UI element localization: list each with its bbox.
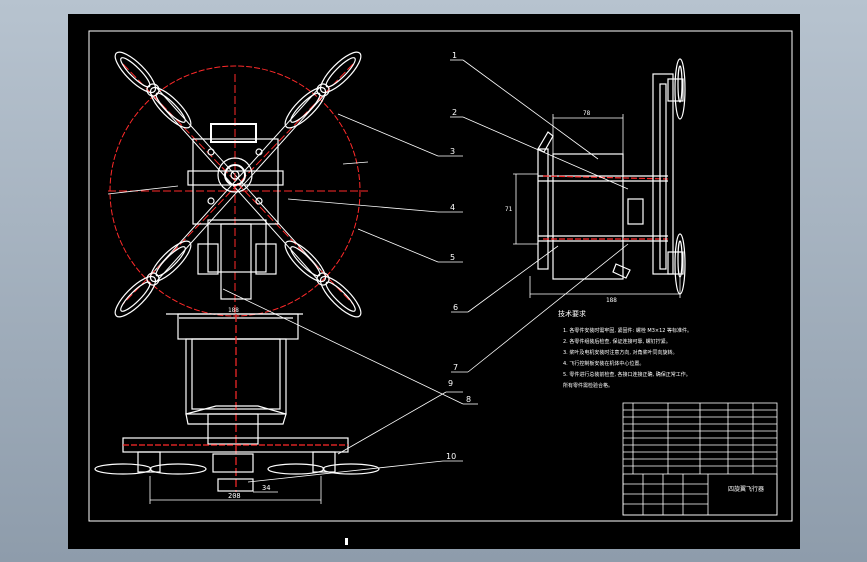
callout-1: 1	[452, 51, 457, 60]
layout-marker	[345, 538, 348, 545]
side-view	[513, 58, 686, 298]
callout-9: 9	[448, 379, 453, 388]
cad-viewport[interactable]: 208 34 188 78 71 188	[68, 14, 800, 549]
dim-side-top: 78	[583, 110, 591, 117]
title-block-name: 四旋翼飞行器	[728, 485, 764, 493]
drawing-border	[88, 30, 793, 522]
propeller-bottom-left	[114, 240, 192, 318]
callout-10: 10	[446, 452, 456, 461]
dim-front-bottom: 208	[228, 492, 241, 500]
propeller-top-left	[114, 51, 192, 129]
tech-title: 技术要求	[558, 309, 586, 318]
leader-lines	[107, 59, 629, 483]
assembly-drawing: 208 34 188 78 71 188	[88, 30, 793, 522]
front-propeller-right	[267, 463, 325, 475]
callout-6: 6	[453, 303, 458, 312]
tech-line-5: 5. 零件进行总装前检查, 各接口连接正确, 确保正常工作。	[563, 371, 691, 378]
callout-4: 4	[450, 203, 455, 212]
dim-side-bottom: 188	[606, 297, 617, 304]
callout-7: 7	[453, 363, 458, 372]
tech-line-4: 4. 飞行控制板安装在机体中心位置。	[563, 360, 644, 367]
propeller-top-right	[284, 51, 362, 129]
dim-front-top: 188	[228, 307, 239, 314]
parts-list	[622, 402, 778, 516]
callout-2: 2	[452, 108, 457, 117]
dim-front-offset: 34	[262, 484, 270, 492]
tech-line-2: 2. 各零件组装后检查, 保证连接可靠, 螺钉拧紧。	[563, 338, 671, 345]
callout-8: 8	[466, 395, 471, 404]
tech-line-1: 1. 各零件安装时需牢固, 紧固件: 螺栓 M3×12 等标准件。	[563, 327, 692, 334]
front-propeller-left	[94, 463, 152, 475]
callout-3: 3	[450, 147, 455, 156]
dim-side-height: 71	[505, 206, 513, 213]
tech-requirements: 技术要求 1. 各零件安装时需牢固, 紧固件: 螺栓 M3×12 等标准件。 2…	[558, 309, 692, 389]
side-propeller-top	[674, 58, 686, 120]
front-view	[94, 313, 380, 504]
callout-5: 5	[450, 253, 455, 262]
top-view	[108, 51, 368, 318]
propeller-bottom-right	[284, 240, 362, 318]
tech-line-3: 3. 桨叶及电机安装时注意方向, 对角桨叶同向旋转。	[563, 349, 678, 356]
tech-line-6: 所有零件需检验合格。	[563, 382, 613, 389]
